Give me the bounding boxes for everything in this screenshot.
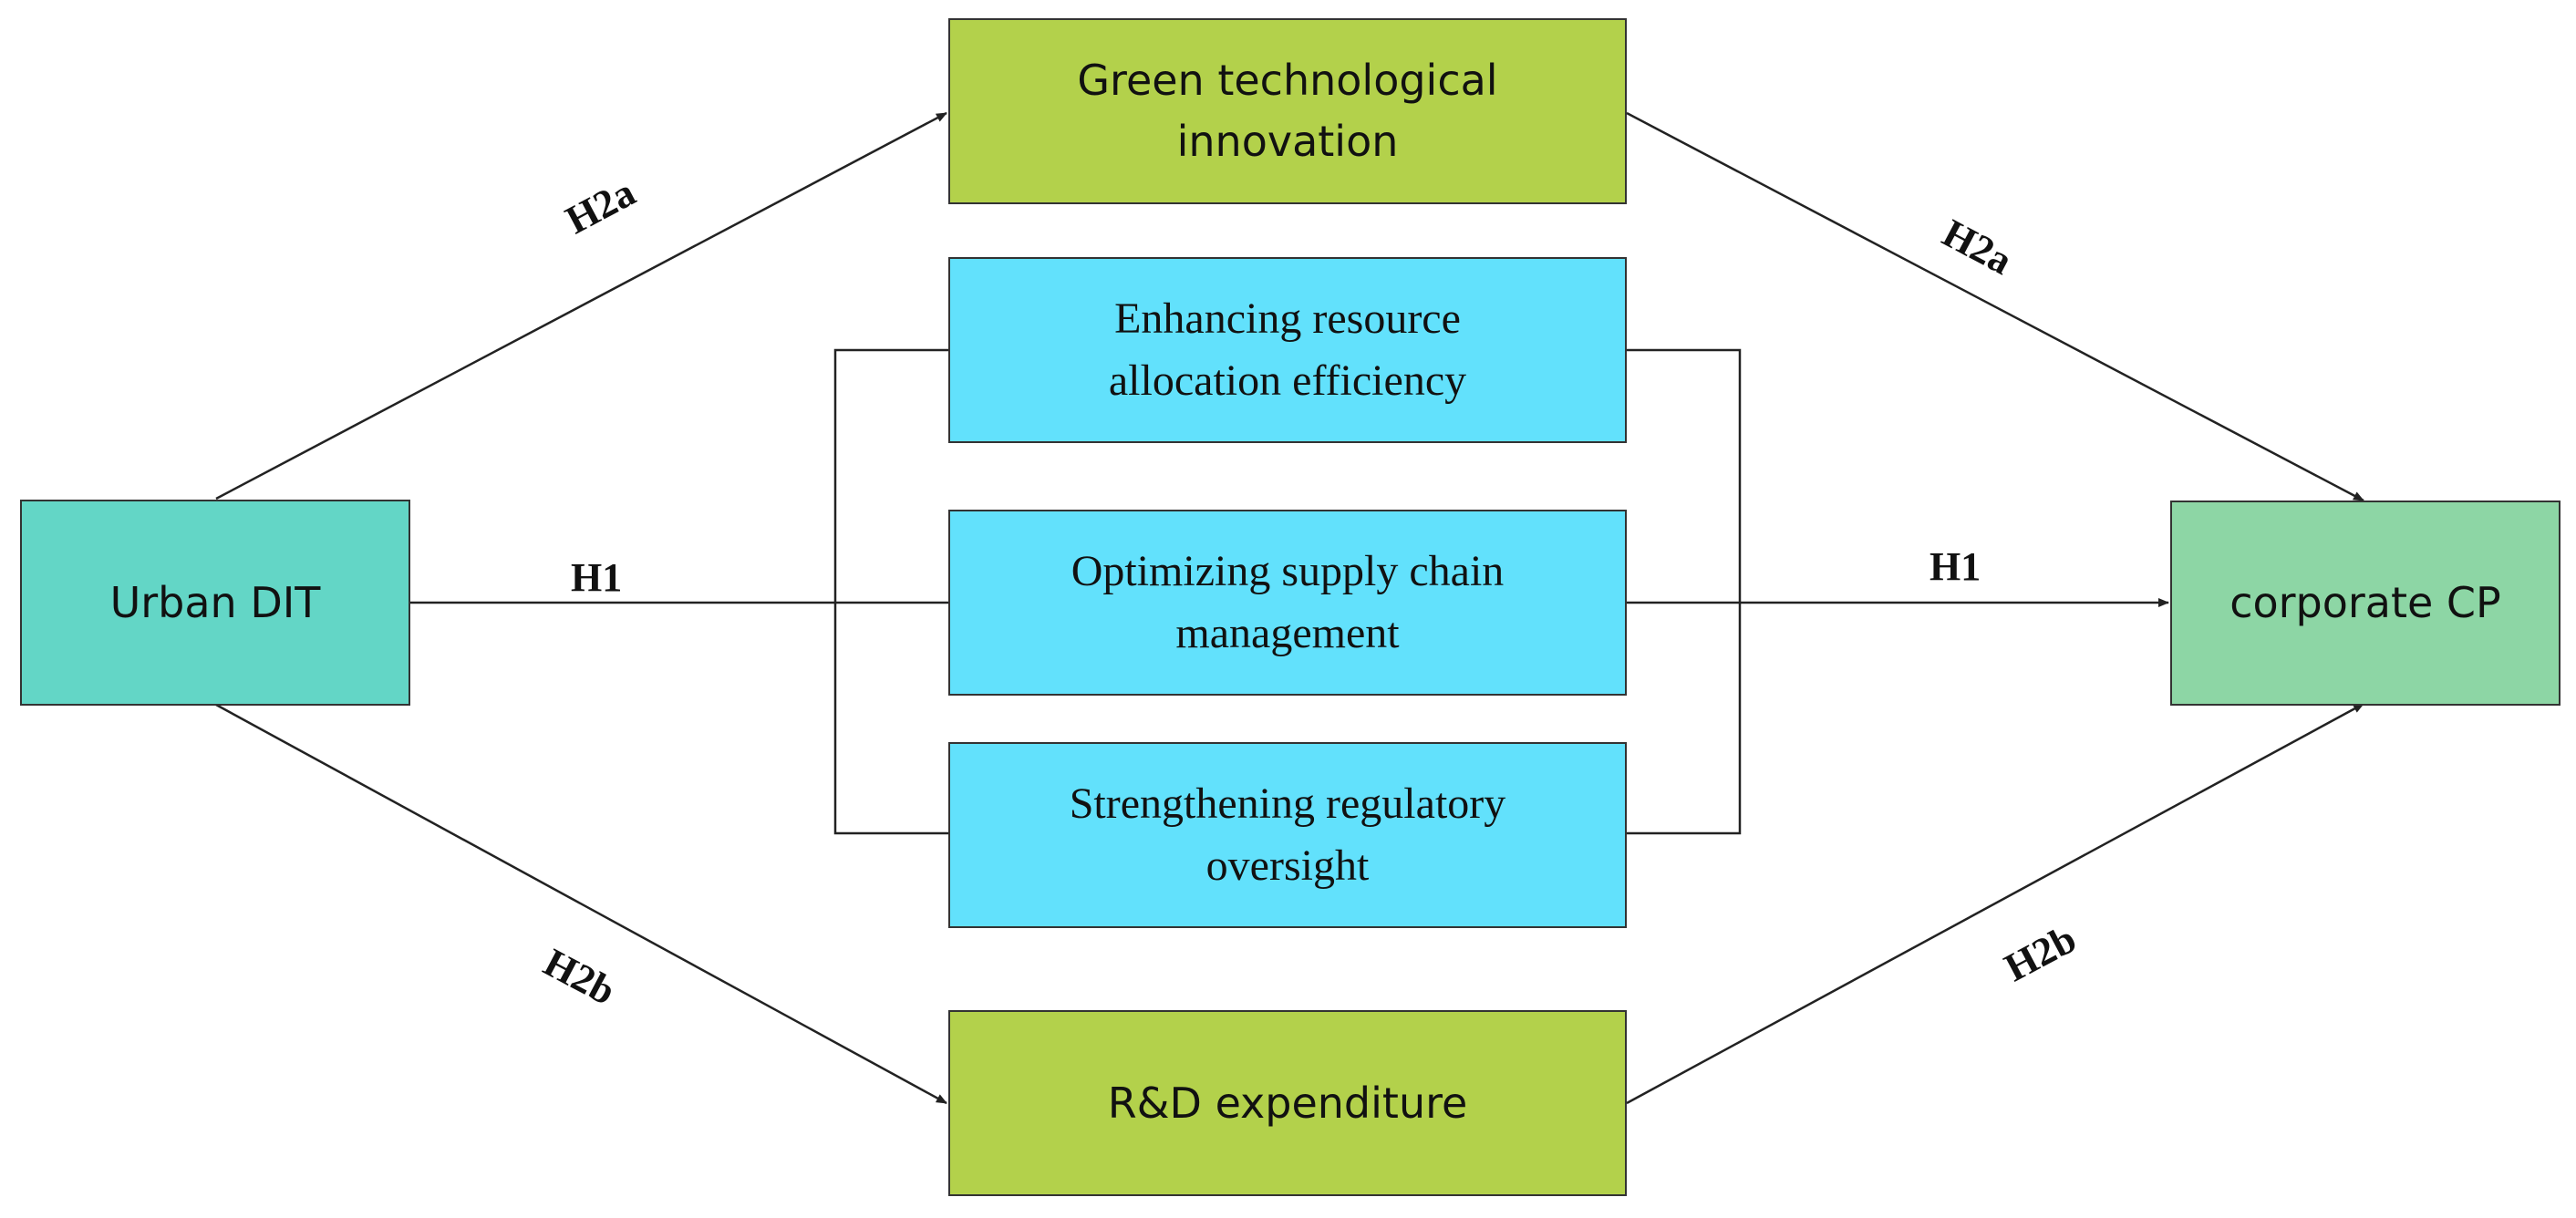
edge-green-to-cp [1626, 111, 2364, 502]
node-rd-expenditure: R&D expenditure [948, 1010, 1627, 1196]
node-green-innovation: Green technological innovation [948, 18, 1627, 204]
node-resource-allocation-label: Enhancing resource allocation efficiency [1108, 294, 1467, 405]
edge-rd-to-cp [1626, 702, 2364, 1105]
left-bracket [833, 348, 948, 835]
node-supply-chain: Optimizing supply chain management [948, 510, 1627, 696]
node-rd-expenditure-label: R&D expenditure [1107, 1078, 1468, 1128]
node-corporate-cp-label: corporate CP [2229, 578, 2501, 628]
edge-dit-to-rd [215, 703, 947, 1105]
node-supply-chain-label: Optimizing supply chain management [1071, 546, 1505, 657]
node-regulatory-label: Strengthening regulatory oversight [1069, 779, 1506, 890]
edge-dit-to-green [215, 111, 947, 501]
node-urban-dit: Urban DIT [20, 500, 410, 706]
edge-label-h1-right: H1 [1929, 544, 1981, 589]
node-resource-allocation: Enhancing resource allocation efficiency [948, 257, 1627, 443]
node-regulatory: Strengthening regulatory oversight [948, 742, 1627, 928]
right-bracket [1627, 348, 1742, 835]
node-green-innovation-label: Green technological innovation [1077, 56, 1498, 166]
node-urban-dit-label: Urban DIT [109, 577, 321, 627]
node-corporate-cp: corporate CP [2170, 501, 2560, 706]
edge-label-h1-left: H1 [571, 555, 623, 600]
